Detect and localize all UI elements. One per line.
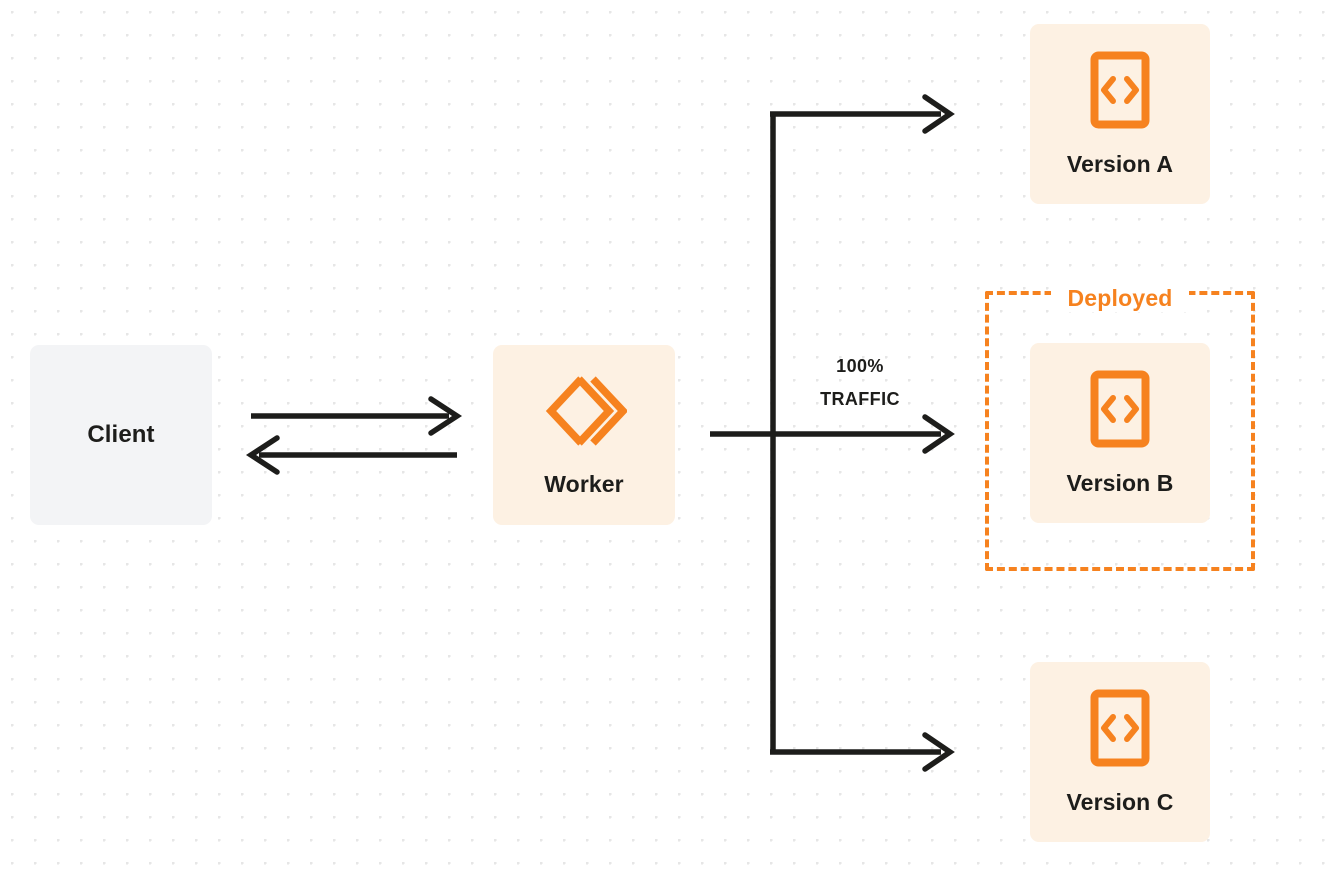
node-version-a[interactable]: Version A: [1030, 24, 1210, 204]
node-worker-label: Worker: [544, 470, 624, 497]
code-file-icon: [1090, 51, 1150, 129]
traffic-caption: TRAFFIC: [820, 389, 900, 409]
arrow-worker-to-version-a: [770, 94, 955, 134]
code-file-icon: [1090, 370, 1150, 448]
node-worker[interactable]: Worker: [493, 345, 675, 525]
traffic-percent: 100%: [836, 356, 884, 376]
node-version-c-label: Version C: [1066, 788, 1174, 815]
node-version-a-label: Version A: [1066, 150, 1174, 177]
arrow-worker-to-client: [245, 435, 457, 475]
arrow-client-to-worker: [251, 396, 463, 436]
node-version-c[interactable]: Version C: [1030, 662, 1210, 842]
cloudflare-workers-logo-icon: [541, 373, 629, 449]
traffic-annotation: 100% TRAFFIC: [782, 350, 938, 416]
node-client-label: Client: [87, 421, 155, 448]
code-file-icon: [1090, 689, 1150, 767]
node-client[interactable]: Client: [30, 345, 212, 525]
node-version-b-label: Version B: [1066, 469, 1174, 496]
deployed-group-label: Deployed: [1051, 284, 1189, 312]
node-version-b[interactable]: Version B: [1030, 343, 1210, 523]
arrow-worker-to-version-c: [770, 732, 955, 772]
arrow-worker-to-version-b: [710, 414, 955, 454]
